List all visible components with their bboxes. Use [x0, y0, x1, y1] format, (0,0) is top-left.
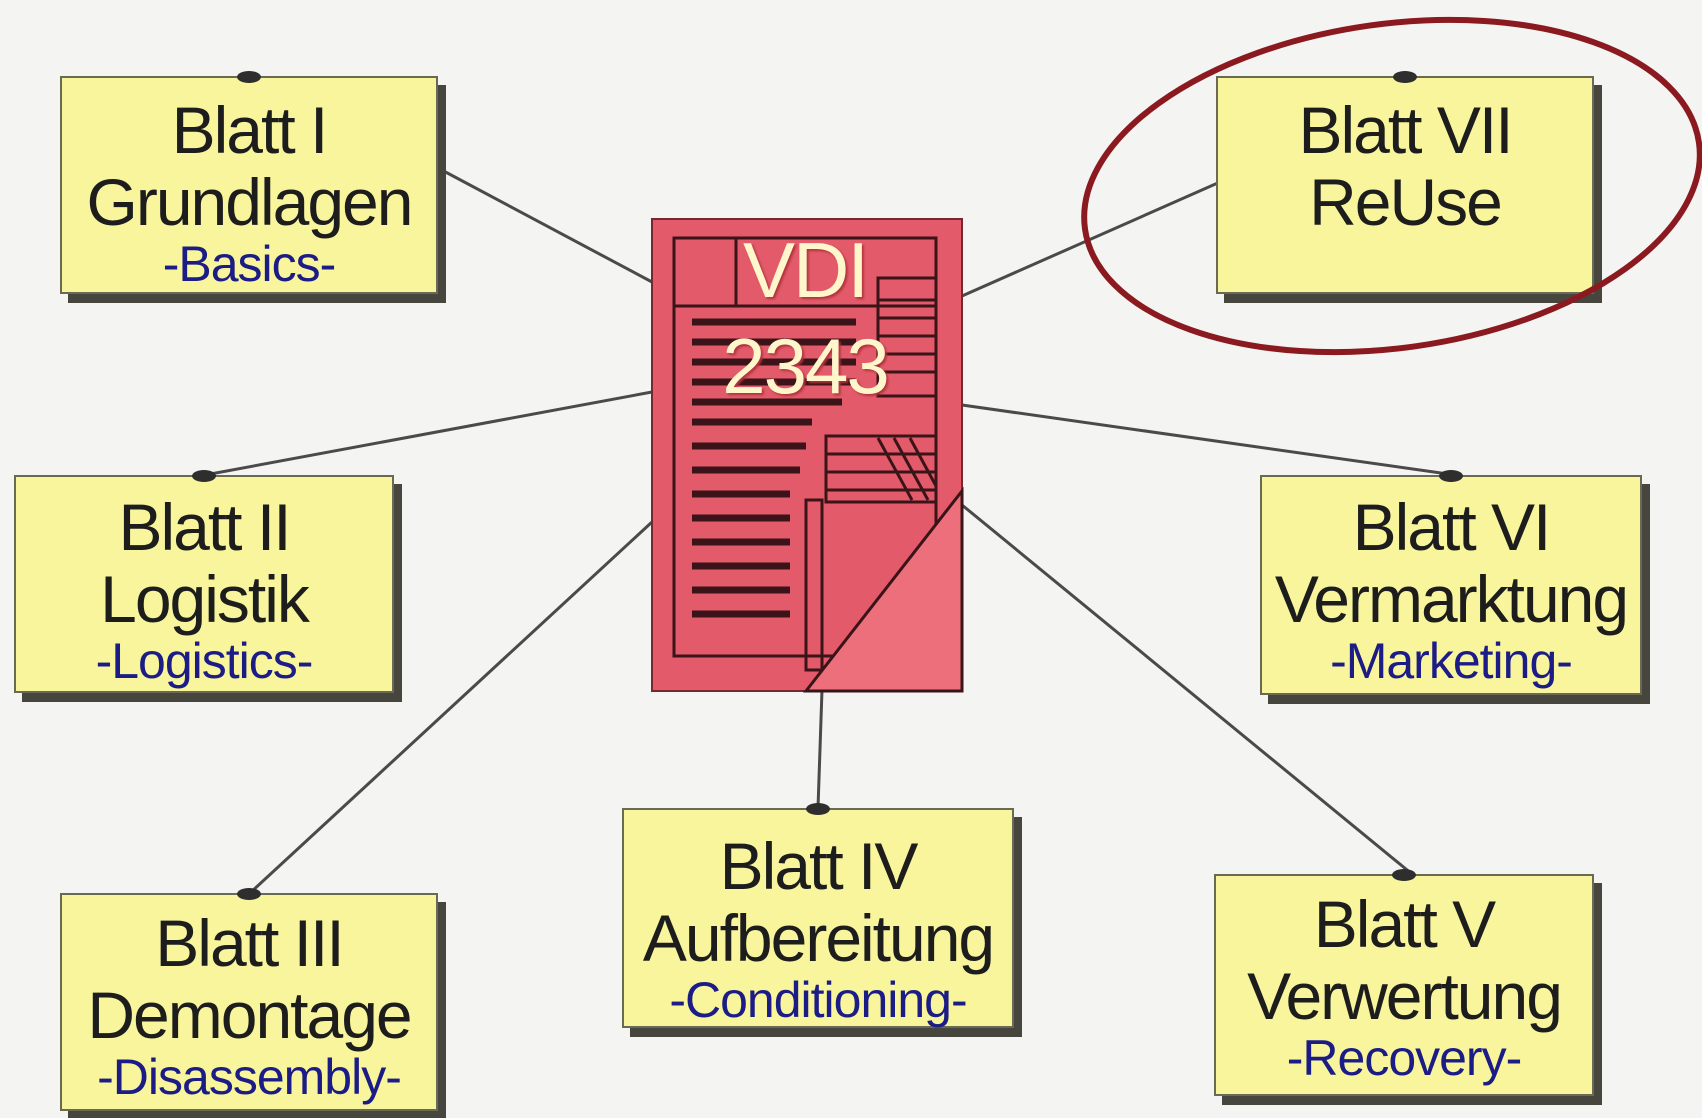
card-title: Blatt I — [171, 93, 329, 167]
card-german-label: Logistik — [100, 562, 310, 636]
card-title: Blatt V — [1313, 887, 1496, 961]
card-english-label: -Logistics- — [95, 633, 314, 689]
card-title: Blatt VII — [1298, 93, 1513, 167]
pin-icon — [237, 888, 261, 900]
card-english-label: -Recovery- — [1286, 1030, 1522, 1086]
connector-blatt7 — [961, 180, 1221, 298]
card-german-label: Aufbereitung — [642, 901, 995, 975]
card-blatt-6[interactable]: Blatt VI Vermarktung -Marketing- — [1260, 470, 1642, 695]
card-english-label: -Conditioning- — [669, 972, 967, 1028]
card-german-label: Grundlagen — [86, 165, 414, 239]
card-title: Blatt VI — [1352, 490, 1552, 564]
vdi-document-label: VDI 2343 — [650, 222, 960, 414]
pin-icon — [806, 803, 830, 815]
card-english-label: -Marketing- — [1330, 633, 1573, 689]
connector-blatt4 — [816, 689, 824, 809]
vdi-label-line2: 2343 — [722, 322, 890, 410]
card-german-label: ReUse — [1309, 165, 1503, 239]
card-german-label: Vermarktung — [1274, 562, 1629, 636]
card-english-label: -Disassembly- — [97, 1049, 402, 1105]
connector-blatt1 — [437, 166, 653, 284]
vdi-label-line1: VDI — [742, 226, 869, 314]
card-blatt-7[interactable]: Blatt VII ReUse — [1216, 71, 1594, 294]
card-german-label: Demontage — [87, 978, 412, 1052]
card-blatt-1[interactable]: Blatt I Grundlagen -Basics- — [60, 71, 438, 294]
pin-icon — [237, 71, 261, 83]
connector-blatt3 — [248, 520, 654, 895]
card-blatt-3[interactable]: Blatt III Demontage -Disassembly- — [60, 888, 438, 1111]
pin-icon — [1439, 470, 1463, 482]
card-title: Blatt IV — [719, 829, 919, 903]
pin-icon — [1392, 869, 1416, 881]
card-title: Blatt II — [118, 490, 291, 564]
card-german-label: Verwertung — [1247, 959, 1563, 1033]
connector-blatt6 — [961, 403, 1456, 477]
card-blatt-4[interactable]: Blatt IV Aufbereitung -Conditioning- — [622, 803, 1014, 1028]
card-blatt-2[interactable]: Blatt II Logistik -Logistics- — [14, 470, 394, 693]
card-title: Blatt III — [155, 906, 344, 980]
pin-icon — [1393, 71, 1417, 83]
card-blatt-5[interactable]: Blatt V Verwertung -Recovery- — [1214, 869, 1594, 1096]
vdi-document-icon — [651, 218, 964, 693]
pin-icon — [192, 470, 216, 482]
card-english-label: -Basics- — [162, 236, 337, 292]
connector-blatt5 — [961, 503, 1413, 876]
connector-blatt2 — [204, 390, 653, 477]
